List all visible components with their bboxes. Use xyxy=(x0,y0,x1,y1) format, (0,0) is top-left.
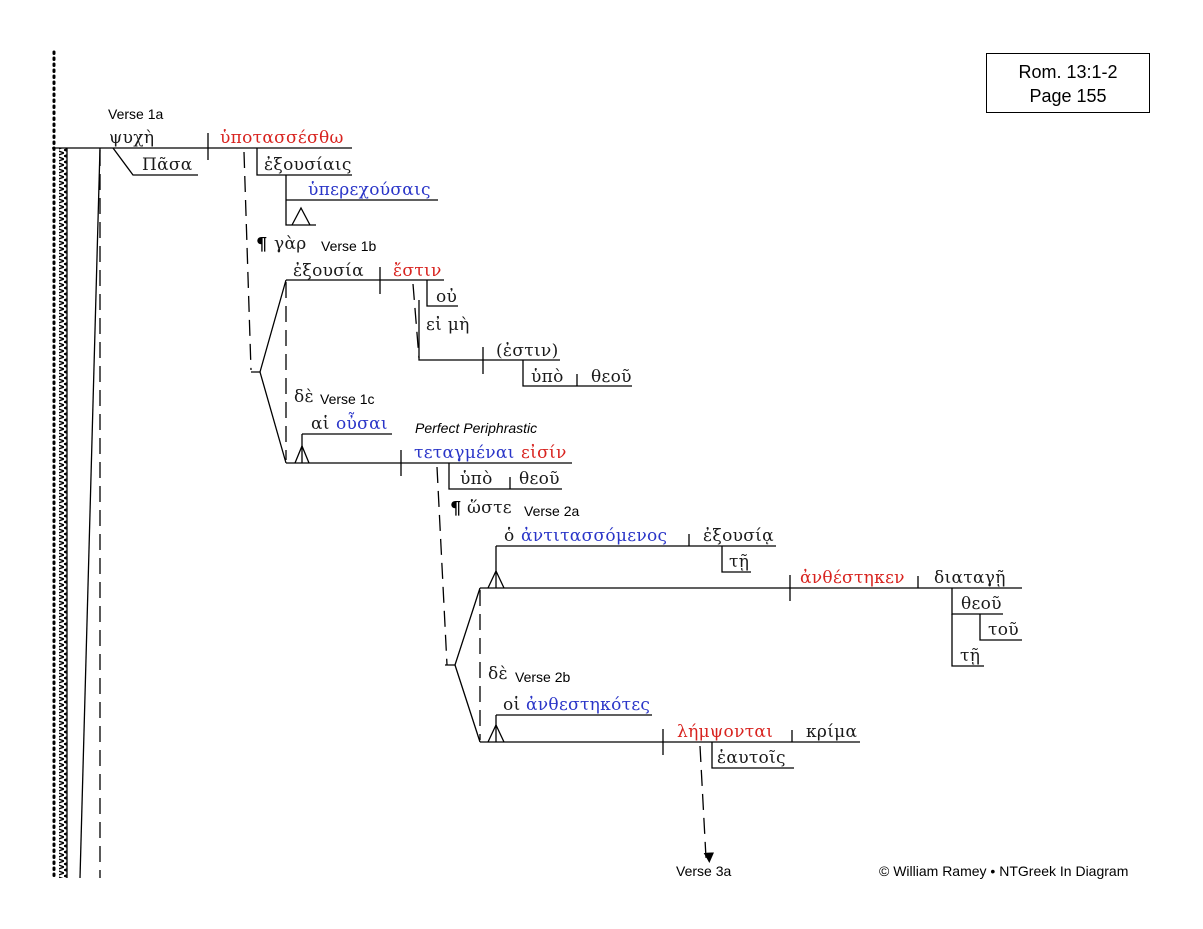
word-pasa: Πᾶσα xyxy=(142,155,193,175)
word-antitassomenos: ἀντιτασσόμενος xyxy=(521,526,668,546)
word-de-1: δὲ xyxy=(294,387,314,407)
word-eisin: εἰσίν xyxy=(521,443,567,463)
word-te-1: τῇ xyxy=(729,552,750,572)
fork-2-lower xyxy=(454,664,481,743)
word-theou-2: θεοῦ xyxy=(519,469,560,489)
word-exousiais: ἐξουσίαις xyxy=(264,155,352,175)
word-tou: τοῦ xyxy=(988,620,1019,640)
article-line-3 xyxy=(951,614,984,667)
word-theou-3: θεοῦ xyxy=(961,594,1002,614)
word-psyche: ψυχὴ xyxy=(109,128,155,148)
word-ei-me: εἰ μὴ xyxy=(426,315,470,335)
word-lempsontai: λήμψονται xyxy=(677,722,774,742)
word-de-2: δὲ xyxy=(488,664,508,684)
reference-title: Rom. 13:1-2 xyxy=(1018,62,1118,82)
margin-slant-line xyxy=(79,147,101,879)
word-gar: γὰρ xyxy=(274,234,307,254)
participle-triangle xyxy=(291,206,311,226)
negation-line xyxy=(426,280,458,307)
word-tetagmenai: τεταγμέναι xyxy=(414,443,515,463)
word-heautois: ἑαυτοῖς xyxy=(717,748,786,768)
word-hypotassestho: ὑποτασσέσθω xyxy=(220,128,344,148)
arrow-to-verse-3a xyxy=(699,745,715,864)
participle-triangle-2b xyxy=(487,723,505,743)
participle-stand xyxy=(285,175,316,226)
modifier-pasa xyxy=(112,147,198,176)
word-diatage: διαταγῇ xyxy=(934,568,1006,588)
word-krima: κρίμα xyxy=(806,722,858,742)
dashed-1b xyxy=(412,283,420,359)
pilcrow-1: ¶ xyxy=(256,234,268,255)
verse-1b-label: Verse 1b xyxy=(321,238,377,254)
pilcrow-2: ¶ xyxy=(450,498,462,519)
word-exousia-2: ἐξουσίᾳ xyxy=(703,526,774,546)
verse-1c-label: Verse 1c xyxy=(320,391,375,407)
word-hypo-1: ὑπὸ xyxy=(531,367,564,387)
participle-triangle-1c xyxy=(294,444,310,464)
fork-1-lower xyxy=(259,371,287,464)
perfect-periphrastic-note: Perfect Periphrastic xyxy=(415,420,538,436)
participle-triangle-2a xyxy=(487,569,505,589)
word-exousia-1: ἐξουσία xyxy=(293,261,364,281)
fork-1 xyxy=(251,279,287,373)
dashed-connector-2 xyxy=(436,466,448,666)
prep-phrase-1 xyxy=(522,360,632,387)
indirect-object-2b xyxy=(711,742,794,769)
word-theou-1: θεοῦ xyxy=(591,367,632,387)
margin-zigzag-band xyxy=(59,148,67,878)
verse-1a-label: Verse 1a xyxy=(108,106,164,122)
reference-page: Page 155 xyxy=(1029,86,1107,106)
article-line-2 xyxy=(979,614,1022,641)
word-ho: ὁ xyxy=(504,526,515,546)
reference-box: Rom. 13:1-2 Page 155 xyxy=(986,53,1150,113)
verse-2b-label: Verse 2b xyxy=(515,669,571,685)
word-te-2: τῇ xyxy=(960,646,981,666)
word-ai: αἱ xyxy=(311,414,330,434)
word-hyperechousais: ὑπερεχούσαις xyxy=(308,180,431,200)
indirect-object-line xyxy=(256,148,352,176)
word-ousai: οὖσαι xyxy=(336,414,388,434)
dashed-connector-1 xyxy=(243,151,252,371)
word-hoi: οἱ xyxy=(503,695,521,715)
verse-3a-label: Verse 3a xyxy=(676,863,732,879)
prep-phrase-2 xyxy=(448,463,562,490)
word-hypo-2: ὑπὸ xyxy=(460,469,493,489)
word-estin: ἔστιν xyxy=(393,261,442,281)
word-ou: οὐ xyxy=(436,287,458,307)
verse-2a-label: Verse 2a xyxy=(524,503,580,519)
word-anthesteken: ἀνθέστηκεν xyxy=(800,568,905,588)
word-anthestekotes: ἀνθεστηκότες xyxy=(526,695,651,715)
copyright: © William Ramey • NTGreek In Diagram xyxy=(879,863,1129,879)
estin-line xyxy=(418,300,560,361)
word-hoste: ὥστε xyxy=(467,498,512,518)
fork-2 xyxy=(445,587,481,666)
article-line-1 xyxy=(721,546,751,573)
word-estin-paren: (ἐστιν) xyxy=(496,341,559,361)
